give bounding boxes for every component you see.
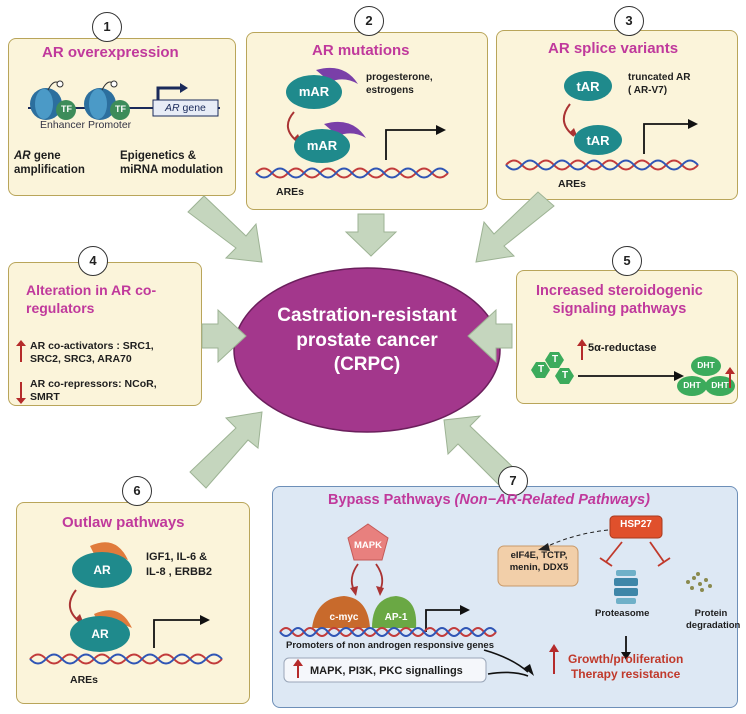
mutant-ar-illustration-icon (286, 67, 446, 163)
testosterone-conversion-icon (531, 339, 735, 396)
dna-strand-icon (255, 167, 449, 179)
panel-ar-mutations (246, 32, 488, 210)
ares-label-2: AREs (276, 186, 305, 198)
truncated-ar-illustration-icon (563, 71, 698, 155)
mar-label-top: mAR (298, 84, 330, 99)
dht-label-2: DHT (683, 380, 701, 390)
coactivators-label: AR co-activators : SRC1,SRC2, SRC3, ARA7… (30, 340, 154, 366)
t-label-3: T (561, 370, 569, 381)
chromatin-illustration-icon (28, 80, 220, 120)
up-arrow-icon (16, 340, 26, 362)
ap1-label: AP-1 (384, 612, 408, 623)
step-number-4: 4 (78, 246, 108, 276)
dht-label-1: DHT (697, 360, 715, 370)
ar-label-top: AR (93, 563, 111, 577)
step-number-1: 1 (92, 12, 122, 42)
proteasome-label: Proteasome (595, 608, 650, 619)
panel-7-title: Bypass Pathways (Non−AR-Related Pathways… (328, 492, 650, 508)
outlaw-factors-label: IGF1, IL-6 &IL-8 , ERBB2 (146, 551, 213, 578)
ar-gene-label: AR gene (165, 102, 206, 114)
ares-label-6: AREs (70, 674, 99, 686)
ligand-label: progesterone,estrogens (366, 72, 433, 96)
step-number-2: 2 (354, 6, 384, 36)
truncated-ar-label: truncated AR( AR-V7) (628, 72, 691, 96)
panel-2-title: AR mutations (312, 42, 410, 59)
promoter-label: Promoter (88, 119, 132, 131)
panel-ar-coregulators (8, 262, 202, 406)
panel-outlaw-pathways (16, 502, 250, 704)
dht-label-3: DHT (711, 380, 729, 390)
ar-label-bottom: AR (91, 627, 109, 641)
enhancer-label: Enhancer (40, 119, 85, 131)
corepressors-label: AR co-repressors: NCoR,SMRT (30, 378, 157, 404)
panel-3-title: AR splice variants (548, 40, 679, 57)
step-number-6: 6 (122, 476, 152, 506)
hsp27-label: HSP27 (620, 519, 652, 530)
eif-factors-label: eIF4E, TCTP,menin, DDX5 (509, 550, 569, 573)
step-number-7: 7 (498, 466, 528, 496)
panel-1-title: AR overexpression (42, 44, 179, 61)
signalling-label: MAPK, PI3K, PKC signallings (310, 665, 463, 677)
dna-strand-icon (29, 653, 223, 665)
ares-label-3: AREs (558, 178, 587, 190)
step-number-3: 3 (614, 6, 644, 36)
t-label-1: T (537, 364, 545, 375)
panel-ar-splice-variants (496, 30, 738, 200)
promoters-label: Promoters of non androgen responsive gen… (286, 640, 494, 651)
mapk-label: MAPK (354, 540, 382, 551)
cmyc-label: c-myc (329, 612, 359, 623)
panel-4-title: Alteration in AR co-regulators (26, 282, 157, 316)
dna-strand-icon (505, 159, 699, 171)
step-number-5: 5 (612, 246, 642, 276)
tf-label-2: TF (115, 104, 126, 114)
tar-label-bottom: tAR (586, 133, 610, 148)
tf-label-1: TF (61, 104, 72, 114)
t-label-2: T (551, 354, 559, 365)
outlaw-ar-illustration-icon (69, 542, 210, 652)
mar-label-bottom: mAR (306, 138, 338, 153)
central-ellipse (233, 267, 501, 433)
bypass-pathway-illustration-icon (279, 515, 712, 683)
down-arrow-icon (16, 382, 26, 404)
panel-6-title: Outlaw pathways (62, 514, 185, 531)
epigenetics-label: Epigenetics &miRNA modulation (120, 150, 224, 177)
tar-label-top: tAR (576, 79, 600, 94)
enzyme-label: 5α-reductase (588, 342, 657, 354)
